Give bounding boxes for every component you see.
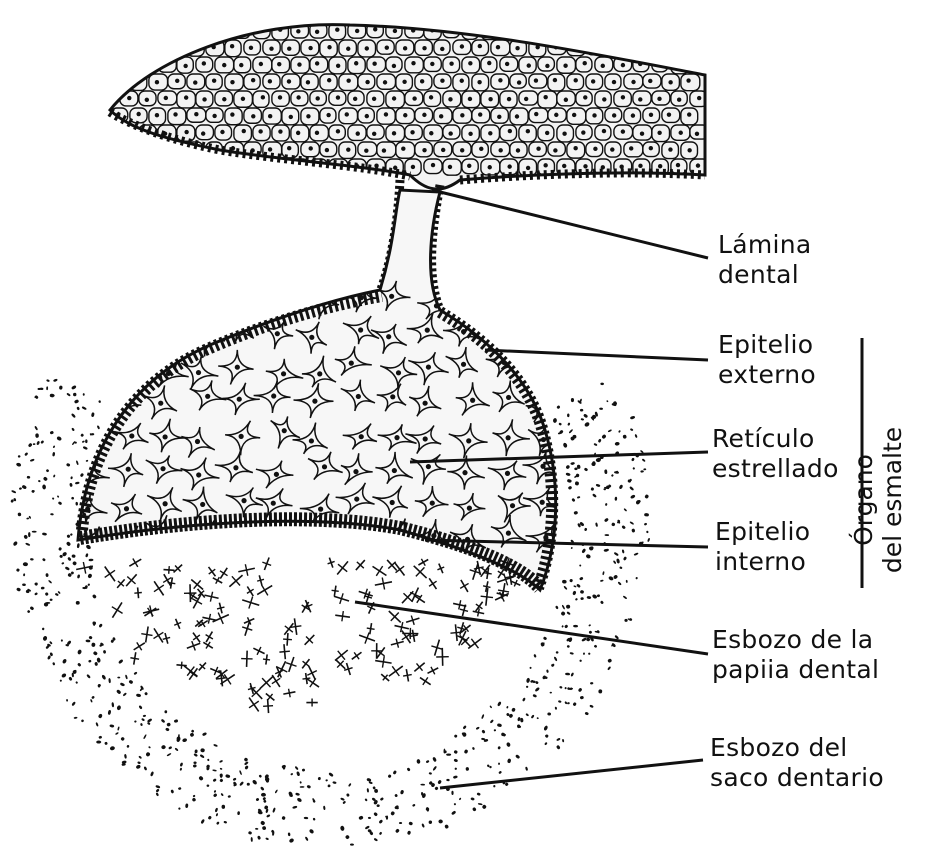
leader-lamina-dental bbox=[432, 190, 708, 258]
organo-del-esmalte-label: Órgano del esmalte bbox=[849, 427, 907, 573]
label-epitelio-interno-line1: Epitelio bbox=[715, 517, 810, 547]
label-esbozo-papila-line1: Esbozo de la bbox=[712, 625, 879, 655]
oral-epithelium bbox=[110, 23, 709, 189]
label-esbozo-saco-line2: saco dentario bbox=[710, 763, 884, 793]
label-epitelio-externo-line2: externo bbox=[718, 360, 816, 390]
label-epitelio-interno: Epitelio interno bbox=[715, 517, 810, 577]
label-epitelio-interno-line2: interno bbox=[715, 547, 810, 577]
label-esbozo-saco-line1: Esbozo del bbox=[710, 733, 884, 763]
organo-del-esmalte-line1: Órgano bbox=[849, 427, 878, 573]
label-esbozo-papila-line2: papiia dental bbox=[712, 655, 879, 685]
leader-epitelio-externo bbox=[485, 350, 708, 360]
label-reticulo-estrellado-line2: estrellado bbox=[712, 454, 839, 484]
label-reticulo-estrellado: Retículo estrellado bbox=[712, 424, 839, 484]
label-esbozo-papila: Esbozo de la papiia dental bbox=[712, 625, 879, 685]
label-esbozo-saco: Esbozo del saco dentario bbox=[710, 733, 884, 793]
label-lamina-dental: Lámina dental bbox=[718, 230, 812, 290]
label-lamina-dental-line2: dental bbox=[718, 260, 812, 290]
leader-esbozo-saco bbox=[440, 760, 703, 788]
enamel-organ bbox=[67, 190, 572, 590]
label-lamina-dental-line1: Lámina bbox=[718, 230, 812, 260]
label-epitelio-externo: Epitelio externo bbox=[718, 330, 816, 390]
label-epitelio-externo-line1: Epitelio bbox=[718, 330, 816, 360]
organo-del-esmalte-line2: del esmalte bbox=[878, 427, 907, 573]
label-reticulo-estrellado-line1: Retículo bbox=[712, 424, 839, 454]
